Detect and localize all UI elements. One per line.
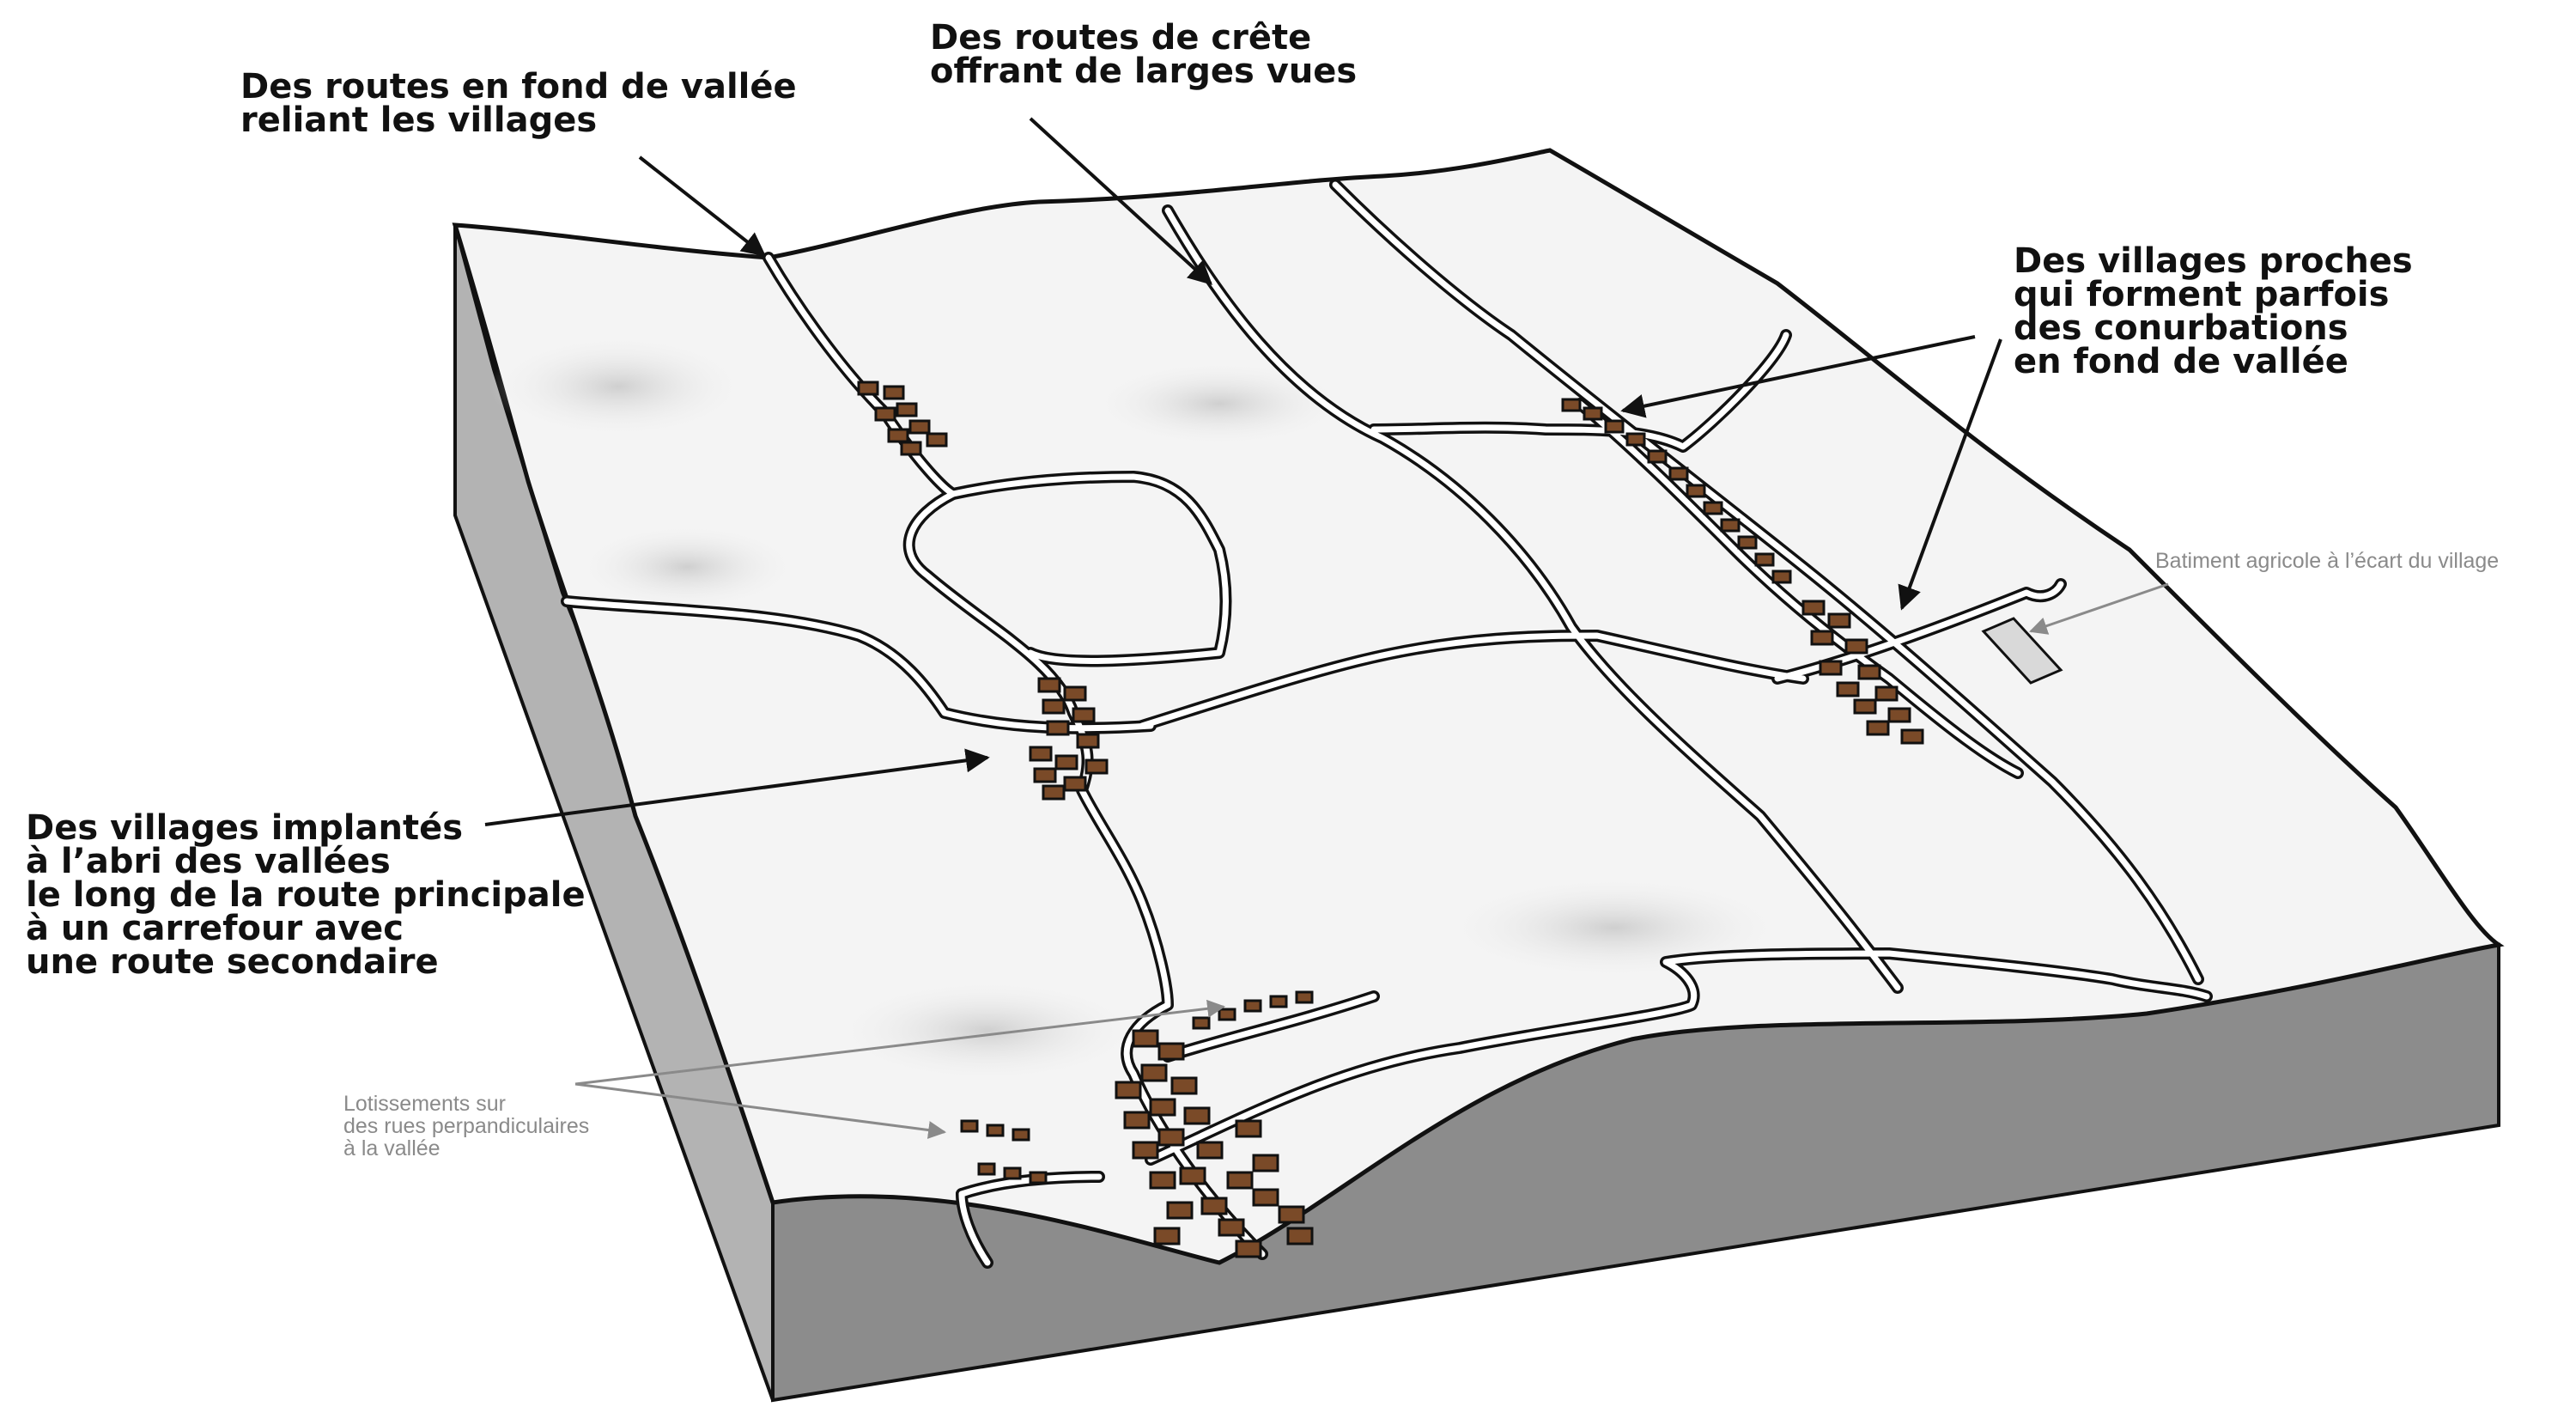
- label-sheltered-villages-line-5: une route secondaire: [26, 942, 439, 982]
- label-housing-estates-line-2: des rues perpandiculaires: [343, 1114, 590, 1138]
- label-housing-estates-line-3: à la vallée: [343, 1136, 440, 1160]
- leader-sheltered-villages: [484, 748, 990, 826]
- leader-conurbation-2: [1898, 338, 2002, 611]
- label-housing-estates-line-1: Lotissements sur: [343, 1092, 506, 1116]
- label-valley-roads-line-2: reliant les villages: [240, 100, 598, 140]
- village-center: [1029, 677, 1109, 801]
- village-upper-right: [1561, 398, 1792, 584]
- leader-lines: [484, 117, 2169, 1139]
- label-valley-roads: Des routes en fond de vallée reliant les…: [240, 70, 797, 137]
- label-conurbations: Des villages proches qui forment parfois…: [2014, 241, 2413, 381]
- terrain-shade-1: [489, 335, 747, 438]
- leader-housing-1: [574, 999, 1226, 1086]
- label-housing-estates: Lotissements sur des rues perpandiculair…: [343, 1093, 589, 1160]
- leader-valley-roads: [638, 155, 767, 257]
- label-sheltered-villages-line-2: à l’abri des vallées: [26, 842, 391, 881]
- label-sheltered-villages-line-3: le long de la route principale: [26, 875, 586, 915]
- label-conurbations-line-1: Des villages proches: [2014, 241, 2413, 281]
- label-conurbations-line-2: qui forment parfois: [2014, 275, 2390, 314]
- village-upper-left: [857, 381, 948, 456]
- label-conurbations-line-3: des conurbations: [2014, 308, 2348, 348]
- farm-building: [1981, 617, 2063, 685]
- label-farm-building-text: Batiment agricole à l’écart du village: [2155, 549, 2500, 573]
- terrain-shade-5: [833, 979, 1142, 1082]
- label-sheltered-villages-line-4: à un carrefour avec: [26, 909, 404, 948]
- label-valley-roads-line-1: Des routes en fond de vallée: [240, 67, 797, 107]
- terrain-shade-3: [1091, 361, 1348, 447]
- label-ridge-roads-line-1: Des routes de crête: [930, 18, 1312, 58]
- village-right: [1801, 600, 1924, 745]
- leader-farm-building: [2029, 582, 2169, 635]
- label-ridge-roads: Des routes de crête offrant de larges vu…: [930, 21, 1357, 88]
- leader-housing-2: [574, 1082, 947, 1139]
- terrain-shade-2: [575, 524, 799, 610]
- housing-estate-south: [960, 1119, 1048, 1185]
- label-sheltered-villages: Des villages implantés à l’abri des vall…: [26, 808, 586, 982]
- terrain-shade-4: [1443, 876, 1786, 979]
- label-conurbations-line-4: en fond de vallée: [2014, 342, 2348, 381]
- leader-conurbation-1: [1620, 335, 1976, 418]
- label-ridge-roads-line-2: offrant de larges vues: [930, 52, 1358, 91]
- village-lower: [1115, 1029, 1314, 1258]
- label-sheltered-villages-line-1: Des villages implantés: [26, 808, 464, 848]
- label-farm-building: Batiment agricole à l’écart du village: [2155, 550, 2499, 572]
- leader-ridge-roads: [1029, 117, 1213, 285]
